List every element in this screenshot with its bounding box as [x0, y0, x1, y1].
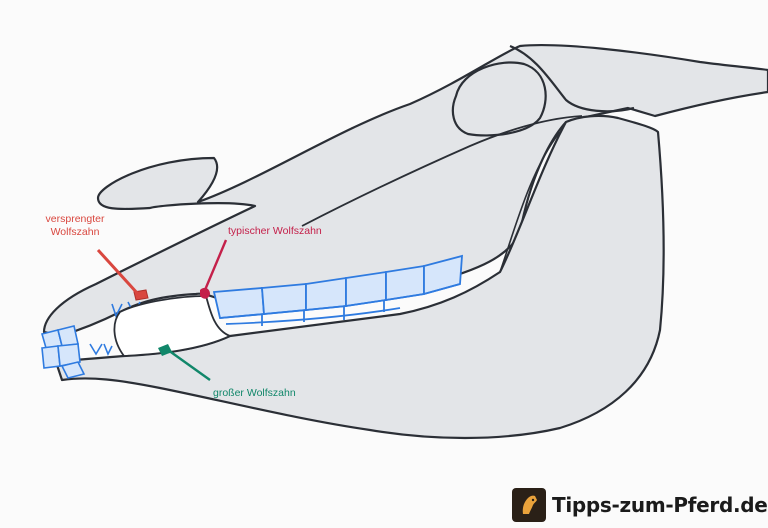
orbit-outline [451, 61, 547, 137]
label-versprengter-wolfszahn: versprengter Wolfszahn [30, 213, 120, 239]
label-versprengter-line1: versprengter [45, 213, 105, 225]
grosser-wolfszahn-marker [158, 344, 172, 356]
label-versprengter-line2: Wolfszahn [50, 226, 100, 238]
upper-molar-1 [212, 287, 265, 319]
label-typischer-wolfszahn: typischer Wolfszahn [228, 225, 322, 237]
incisor-upper-2 [57, 325, 79, 347]
label-grosser-wolfszahn: großer Wolfszahn [213, 387, 296, 399]
facial-crest-line [301, 115, 583, 227]
typischer-wolfszahn-marker [200, 287, 210, 299]
lower-canine-2 [103, 343, 113, 356]
versprengter-leader-line [96, 248, 140, 296]
incisor-lower-1 [41, 345, 61, 369]
lower-canine-1 [89, 343, 103, 356]
upper-premolar-small-1 [111, 303, 123, 319]
mandible-outline [54, 114, 665, 440]
lower-incisors [41, 343, 86, 379]
lower-cheek-teeth [219, 283, 461, 326]
watermark-text: Tipps-zum-Pferd.de [552, 493, 768, 517]
upper-molar-3 [305, 276, 347, 311]
horse-head-logo-icon [512, 488, 546, 522]
grosser-leader-line [167, 349, 211, 381]
mouth-gap [113, 295, 233, 357]
site-watermark: Tipps-zum-Pferd.de [512, 487, 768, 523]
typischer-leader-line [203, 239, 228, 291]
lower-molar-base [225, 307, 401, 325]
incisor-lower-3 [60, 361, 86, 379]
lower-molar-row [219, 283, 461, 319]
mandible-inner-line [499, 131, 561, 273]
incisor-lower-2 [57, 343, 81, 367]
upper-molar-2 [261, 283, 307, 315]
zygomatic-arch-line [509, 44, 635, 113]
